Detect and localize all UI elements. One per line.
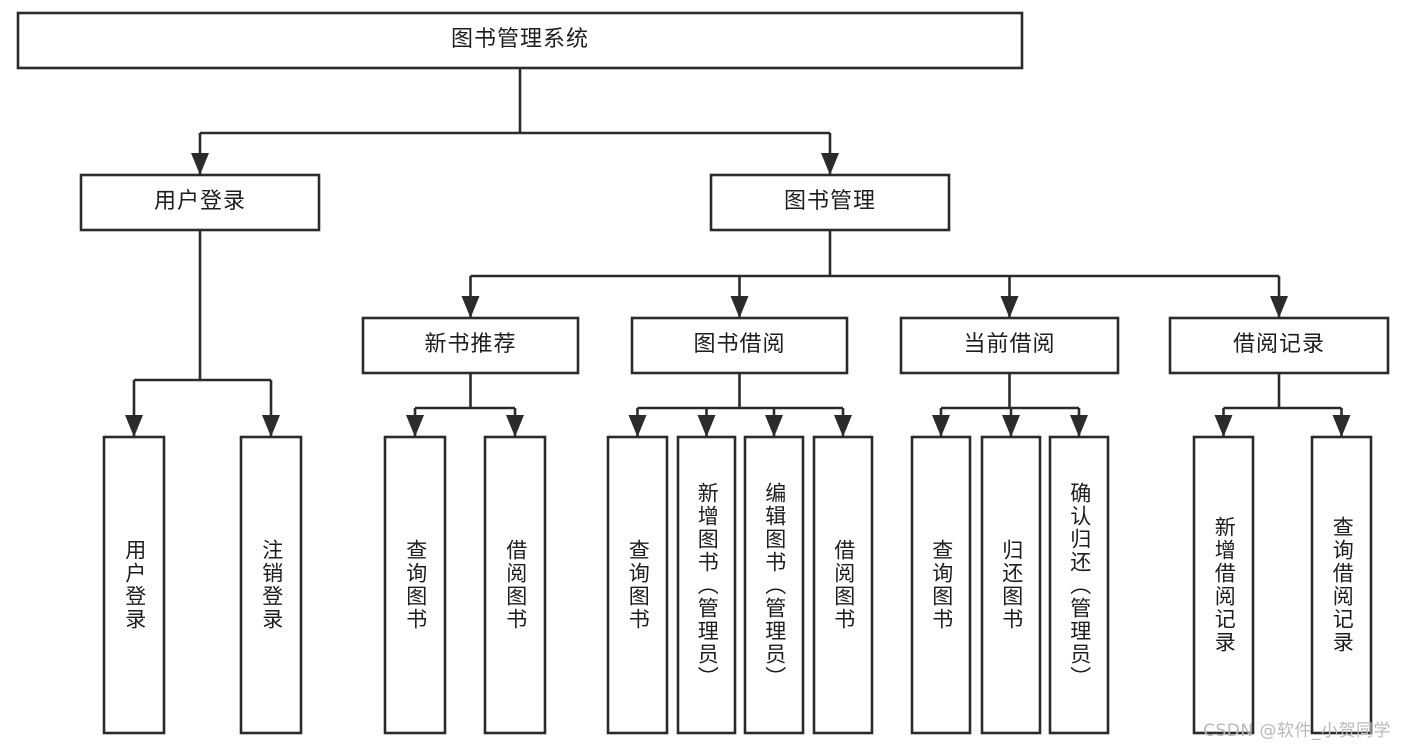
node-box-book-manage[interactable] <box>709 173 951 232</box>
arrow-head-current-borrow <box>1000 296 1019 318</box>
arrow-head-leaf-user-login <box>125 415 143 437</box>
node-box-leaf-query-book-1[interactable] <box>383 435 447 735</box>
node-box-leaf-logout[interactable] <box>239 435 303 735</box>
arrow-head-leaf-add-book <box>697 415 716 437</box>
node-box-leaf-user-login[interactable] <box>102 435 166 735</box>
arrow-head-book-borrow <box>730 296 749 318</box>
node-box-borrow-record[interactable] <box>1168 316 1390 375</box>
node-box-leaf-edit-book[interactable] <box>743 435 805 735</box>
arrow-head-leaf-query-book-2 <box>628 415 647 437</box>
node-box-book-borrow[interactable] <box>630 316 849 375</box>
arrow-head-new-book-recommend <box>461 296 480 318</box>
node-box-layer <box>16 11 1390 735</box>
node-box-leaf-confirm-return[interactable] <box>1048 435 1110 735</box>
node-box-leaf-query-book-3[interactable] <box>910 435 972 735</box>
node-box-leaf-borrow-book-1[interactable] <box>483 435 547 735</box>
arrow-head-leaf-add-record <box>1214 415 1233 437</box>
node-box-leaf-query-book-2[interactable] <box>606 435 669 735</box>
arrow-head-book-manage <box>821 153 839 175</box>
node-box-leaf-borrow-book-2[interactable] <box>812 435 874 735</box>
node-box-leaf-add-record[interactable] <box>1192 435 1255 735</box>
arrow-head-leaf-borrow-book-2 <box>834 415 852 437</box>
arrow-head-user-login <box>191 153 209 175</box>
node-box-root[interactable] <box>16 11 1024 70</box>
edge-layer <box>125 68 1351 437</box>
arrow-head-leaf-confirm-return <box>1070 415 1088 437</box>
node-box-leaf-query-record[interactable] <box>1310 435 1373 735</box>
arrow-head-leaf-edit-book <box>765 415 783 437</box>
arrow-head-leaf-query-record <box>1332 415 1351 437</box>
arrow-head-leaf-borrow-book-1 <box>506 415 524 437</box>
node-box-current-borrow[interactable] <box>899 316 1120 375</box>
arrow-head-leaf-query-book-3 <box>932 415 950 437</box>
arrow-head-leaf-query-book-1 <box>406 415 424 437</box>
node-box-leaf-return-book[interactable] <box>980 435 1042 735</box>
arrow-head-leaf-return-book <box>1002 415 1020 437</box>
node-box-leaf-add-book[interactable] <box>676 435 737 735</box>
arrow-head-leaf-logout <box>262 415 280 437</box>
watermark: CSDN @软件_小贺同学 <box>1203 721 1391 741</box>
node-box-user-login[interactable] <box>79 173 321 232</box>
node-box-new-book-recommend[interactable] <box>361 316 580 375</box>
arrow-head-borrow-record <box>1270 296 1288 318</box>
